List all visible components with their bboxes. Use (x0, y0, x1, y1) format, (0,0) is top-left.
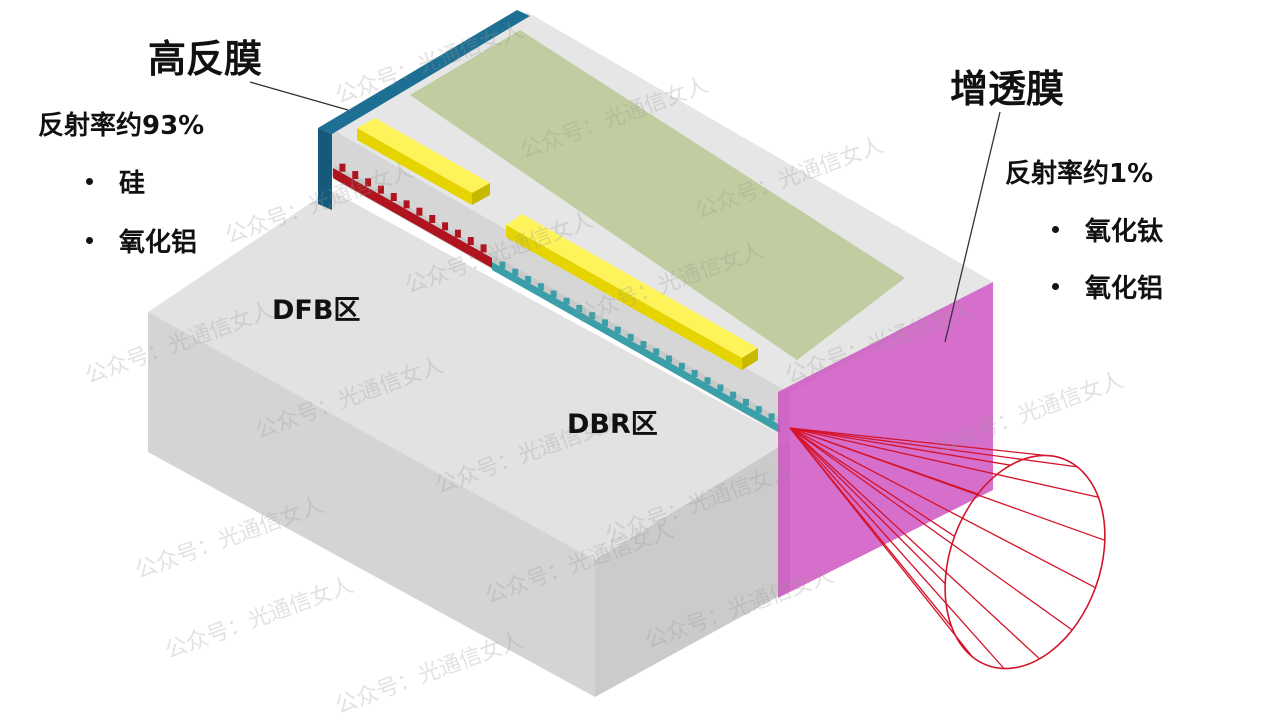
grating-tooth (499, 261, 506, 269)
dfb-region-label: DFB区 (272, 295, 361, 326)
substrate-front-face (595, 440, 790, 697)
bullet-icon (86, 237, 93, 244)
grating-tooth (717, 384, 724, 392)
grating-tooth (730, 391, 737, 399)
grating-tooth (390, 193, 397, 201)
beam-ray (789, 427, 1096, 589)
dbr-electrode (506, 214, 758, 370)
dfb-grating-base (333, 168, 492, 268)
ar-coating-reflectivity: 反射率约1% (1005, 159, 1154, 189)
substrate-left-face (148, 312, 595, 697)
hr-leader-line (249, 81, 349, 111)
grating-tooth (768, 413, 775, 421)
grating-tooth (627, 333, 634, 341)
ar-material-item: 氧化铝 (1052, 268, 1163, 305)
grating-tooth (691, 370, 698, 378)
grating-tooth (666, 355, 673, 363)
grating-tooth (339, 163, 346, 172)
grating-tooth (442, 222, 449, 231)
grating-tooth (601, 319, 608, 327)
hr-coating-title: 高反膜 (148, 37, 263, 81)
grating-tooth (480, 244, 487, 253)
grating-tooth (537, 283, 544, 291)
grating-tooth (352, 171, 359, 179)
beam-ray (789, 427, 946, 585)
grating-tooth (377, 185, 384, 194)
beam-ray (789, 427, 955, 537)
grating-tooth (704, 377, 711, 385)
grating-tooth (742, 398, 749, 406)
ar-coating-facet (778, 282, 993, 598)
bullet-icon (1052, 283, 1059, 290)
grating-tooth (512, 268, 519, 276)
grating-tooth (589, 312, 596, 320)
grating-tooth (365, 178, 372, 187)
beam-ray (789, 427, 1099, 498)
beam-ray (789, 427, 953, 628)
hr-coating-facet (318, 10, 530, 134)
bullet-icon (86, 178, 93, 185)
ar-coating-top (778, 282, 993, 392)
substrate-top-face (148, 190, 790, 560)
grating-tooth (563, 297, 570, 305)
dfb-electrode (357, 118, 490, 205)
output-beam-cone (789, 427, 1106, 670)
ar-coating-title: 增透膜 (950, 67, 1065, 111)
beam-ray (789, 427, 1040, 660)
beam-ray (789, 427, 1047, 457)
hr-coating-side (318, 128, 332, 210)
grating-tooth (550, 290, 557, 298)
beam-ray (789, 427, 1078, 468)
hr-coating-reflectivity: 反射率约93% (38, 111, 205, 141)
grating-tooth (454, 229, 461, 238)
grating-tooth (429, 215, 436, 223)
grating-tooth (640, 341, 647, 349)
grating-tooth (614, 326, 621, 334)
grating-tooth (467, 237, 474, 245)
beam-ray (789, 427, 1011, 466)
grating-tooth (576, 304, 583, 312)
hr-material-item: 氧化铝 (86, 222, 197, 259)
dbr-grating-teeth (499, 261, 775, 421)
grating-tooth (678, 362, 685, 370)
grating-tooth (403, 200, 410, 209)
grating-tooth (755, 406, 762, 414)
dbr-region-label: DBR区 (567, 409, 658, 440)
beam-ray (789, 427, 1106, 541)
waveguide-cladding (410, 30, 905, 360)
hr-material-item: 硅 (86, 163, 145, 200)
beam-ray (789, 427, 1005, 669)
grating-tooth (525, 276, 532, 284)
grating-tooth (416, 207, 423, 216)
dfb-grating-teeth (339, 163, 487, 253)
grating-tooth (653, 348, 660, 356)
bullet-icon (1052, 226, 1059, 233)
ar-leader-line (944, 111, 1001, 343)
beam-ray (789, 427, 1073, 631)
ar-material-item: 氧化钛 (1052, 211, 1163, 248)
